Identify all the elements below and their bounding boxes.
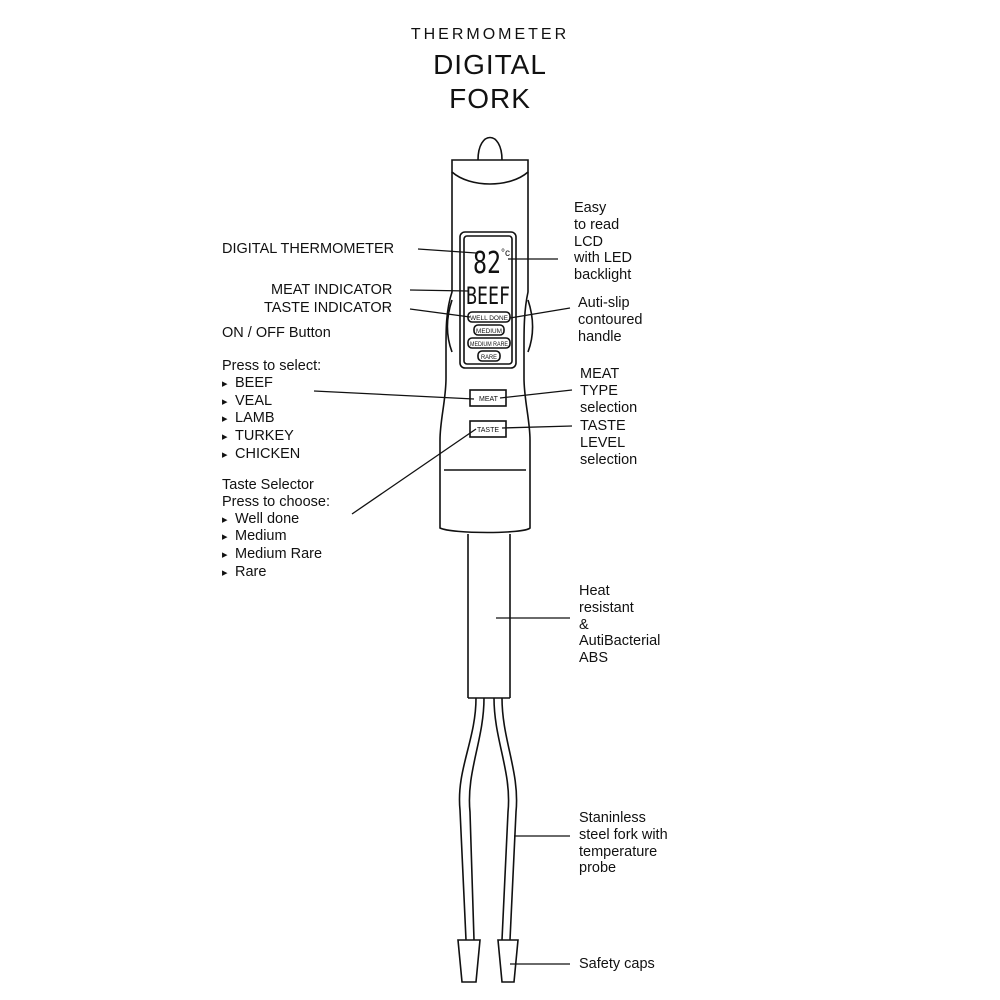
lcd-taste-medium-rare: MEDIUM RARE <box>470 342 508 348</box>
label-lcd-line: Easy <box>574 200 607 216</box>
leader-taste-level <box>501 425 573 429</box>
taste-button-label: TASTE <box>477 427 499 434</box>
label-safety-caps: Safety caps <box>579 956 655 972</box>
label-heat-line: Heat <box>579 583 610 599</box>
title-fork: FORK <box>449 83 531 114</box>
fork-tine-right-inner <box>493 697 510 941</box>
meat-button[interactable] <box>469 389 507 407</box>
taste-option: Rare <box>222 564 330 582</box>
lcd-taste-rare: RARE <box>481 355 497 361</box>
leader-taste-select <box>351 428 477 515</box>
lcd-badge-rare <box>477 350 501 362</box>
title-thermometer: THERMOMETER <box>410 26 570 43</box>
leader-meat-type <box>499 389 573 399</box>
lcd-badge-medium-rare <box>467 337 511 349</box>
neck-tube <box>467 534 511 699</box>
label-meat-indicator: MEAT INDICATOR <box>271 282 393 298</box>
label-fork-line: temperature <box>579 843 658 860</box>
label-heat-line: resistant <box>579 599 634 616</box>
label-meat-type-line: MEAT <box>580 366 620 382</box>
lcd-unit: °c <box>501 248 510 259</box>
lcd-meat: BEEF <box>466 282 510 310</box>
label-fork-line: steel fork with <box>579 826 668 843</box>
leader-meat-indicator <box>409 289 469 292</box>
meat-option: LAMB <box>222 410 321 428</box>
label-handle: Auti-slip contoured handle <box>578 295 643 345</box>
meat-option: CHICKEN <box>222 446 321 464</box>
leader-taste-indicator <box>409 308 471 318</box>
taste-select-block: Taste Selector Press to choose: Well don… <box>222 477 330 582</box>
meat-option: BEEF <box>222 375 321 393</box>
label-digital-thermometer: DIGITAL THERMOMETER <box>222 241 395 257</box>
label-on-off: ON / OFF Button <box>222 325 331 341</box>
taste-button[interactable] <box>469 420 507 438</box>
label-taste-level-line: LEVEL <box>580 434 626 451</box>
label-heat-line: ABS <box>579 650 609 667</box>
fork-tine-left <box>458 697 477 941</box>
label-handle-line: contoured <box>578 311 643 328</box>
label-lcd-line: to read <box>574 216 620 233</box>
taste-option: Medium <box>222 528 330 546</box>
label-heat-line: & <box>579 616 589 633</box>
label-taste-level-line: TASTE <box>580 418 626 434</box>
label-fork-line: probe <box>579 860 617 877</box>
label-taste-level-line: selection <box>580 451 638 468</box>
label-lcd: Easy to read LCD with LED backlight <box>574 200 632 284</box>
fork-tine-left-inner <box>468 697 485 941</box>
meat-option: TURKEY <box>222 428 321 446</box>
grip-right <box>527 299 534 353</box>
meat-select-heading: Press to select: <box>222 358 322 374</box>
top-cap <box>451 159 529 185</box>
label-taste-indicator: TASTE INDICATOR <box>264 300 393 316</box>
label-lcd-line: LCD <box>574 233 604 250</box>
taste-select-subheading: Press to choose: <box>222 493 330 510</box>
lcd-frame <box>459 231 517 369</box>
meat-option: VEAL <box>222 393 321 411</box>
label-meat-type-line: TYPE <box>580 382 618 399</box>
label-meat-type-line: selection <box>580 399 638 416</box>
leader-handle <box>509 307 571 319</box>
leader-digital-thermometer <box>417 248 477 254</box>
meat-select-block: Press to select: BEEF VEAL LAMB TURKEY C… <box>222 358 321 464</box>
label-handle-line: handle <box>578 328 622 345</box>
grip-left <box>446 299 453 353</box>
safety-cap-right <box>497 939 519 983</box>
taste-option: Medium Rare <box>222 546 330 564</box>
label-heat: Heat resistant & AutiBacterial ABS <box>579 583 660 667</box>
label-fork: Staninless steel fork with temperature p… <box>579 810 668 877</box>
lcd-temperature: 82 <box>473 246 501 281</box>
label-handle-line: Auti-slip <box>578 295 630 311</box>
meat-button-label: MEAT <box>479 396 499 403</box>
leader-meat-select <box>313 390 475 400</box>
fork-tine-right <box>501 697 518 941</box>
title-digital: DIGITAL <box>433 49 547 80</box>
label-taste-level: TASTE LEVEL selection <box>580 418 637 468</box>
lcd-taste-well-done: WELL DONE <box>470 316 508 322</box>
safety-cap-left <box>457 939 481 983</box>
lcd-badge-medium <box>473 324 505 336</box>
label-lcd-line: with LED <box>574 250 633 267</box>
label-fork-line: Staninless <box>579 810 646 826</box>
handle-body <box>439 172 531 534</box>
taste-select-heading: Taste Selector <box>222 477 314 493</box>
taste-option: Well done <box>222 511 330 529</box>
lcd-inner <box>463 235 513 365</box>
label-meat-type: MEAT TYPE selection <box>580 366 637 416</box>
lcd-taste-medium: MEDIUM <box>476 329 502 335</box>
label-heat-line: AutiBacterial <box>579 633 661 650</box>
hang-loop <box>477 136 503 161</box>
label-lcd-line: backlight <box>574 267 632 284</box>
